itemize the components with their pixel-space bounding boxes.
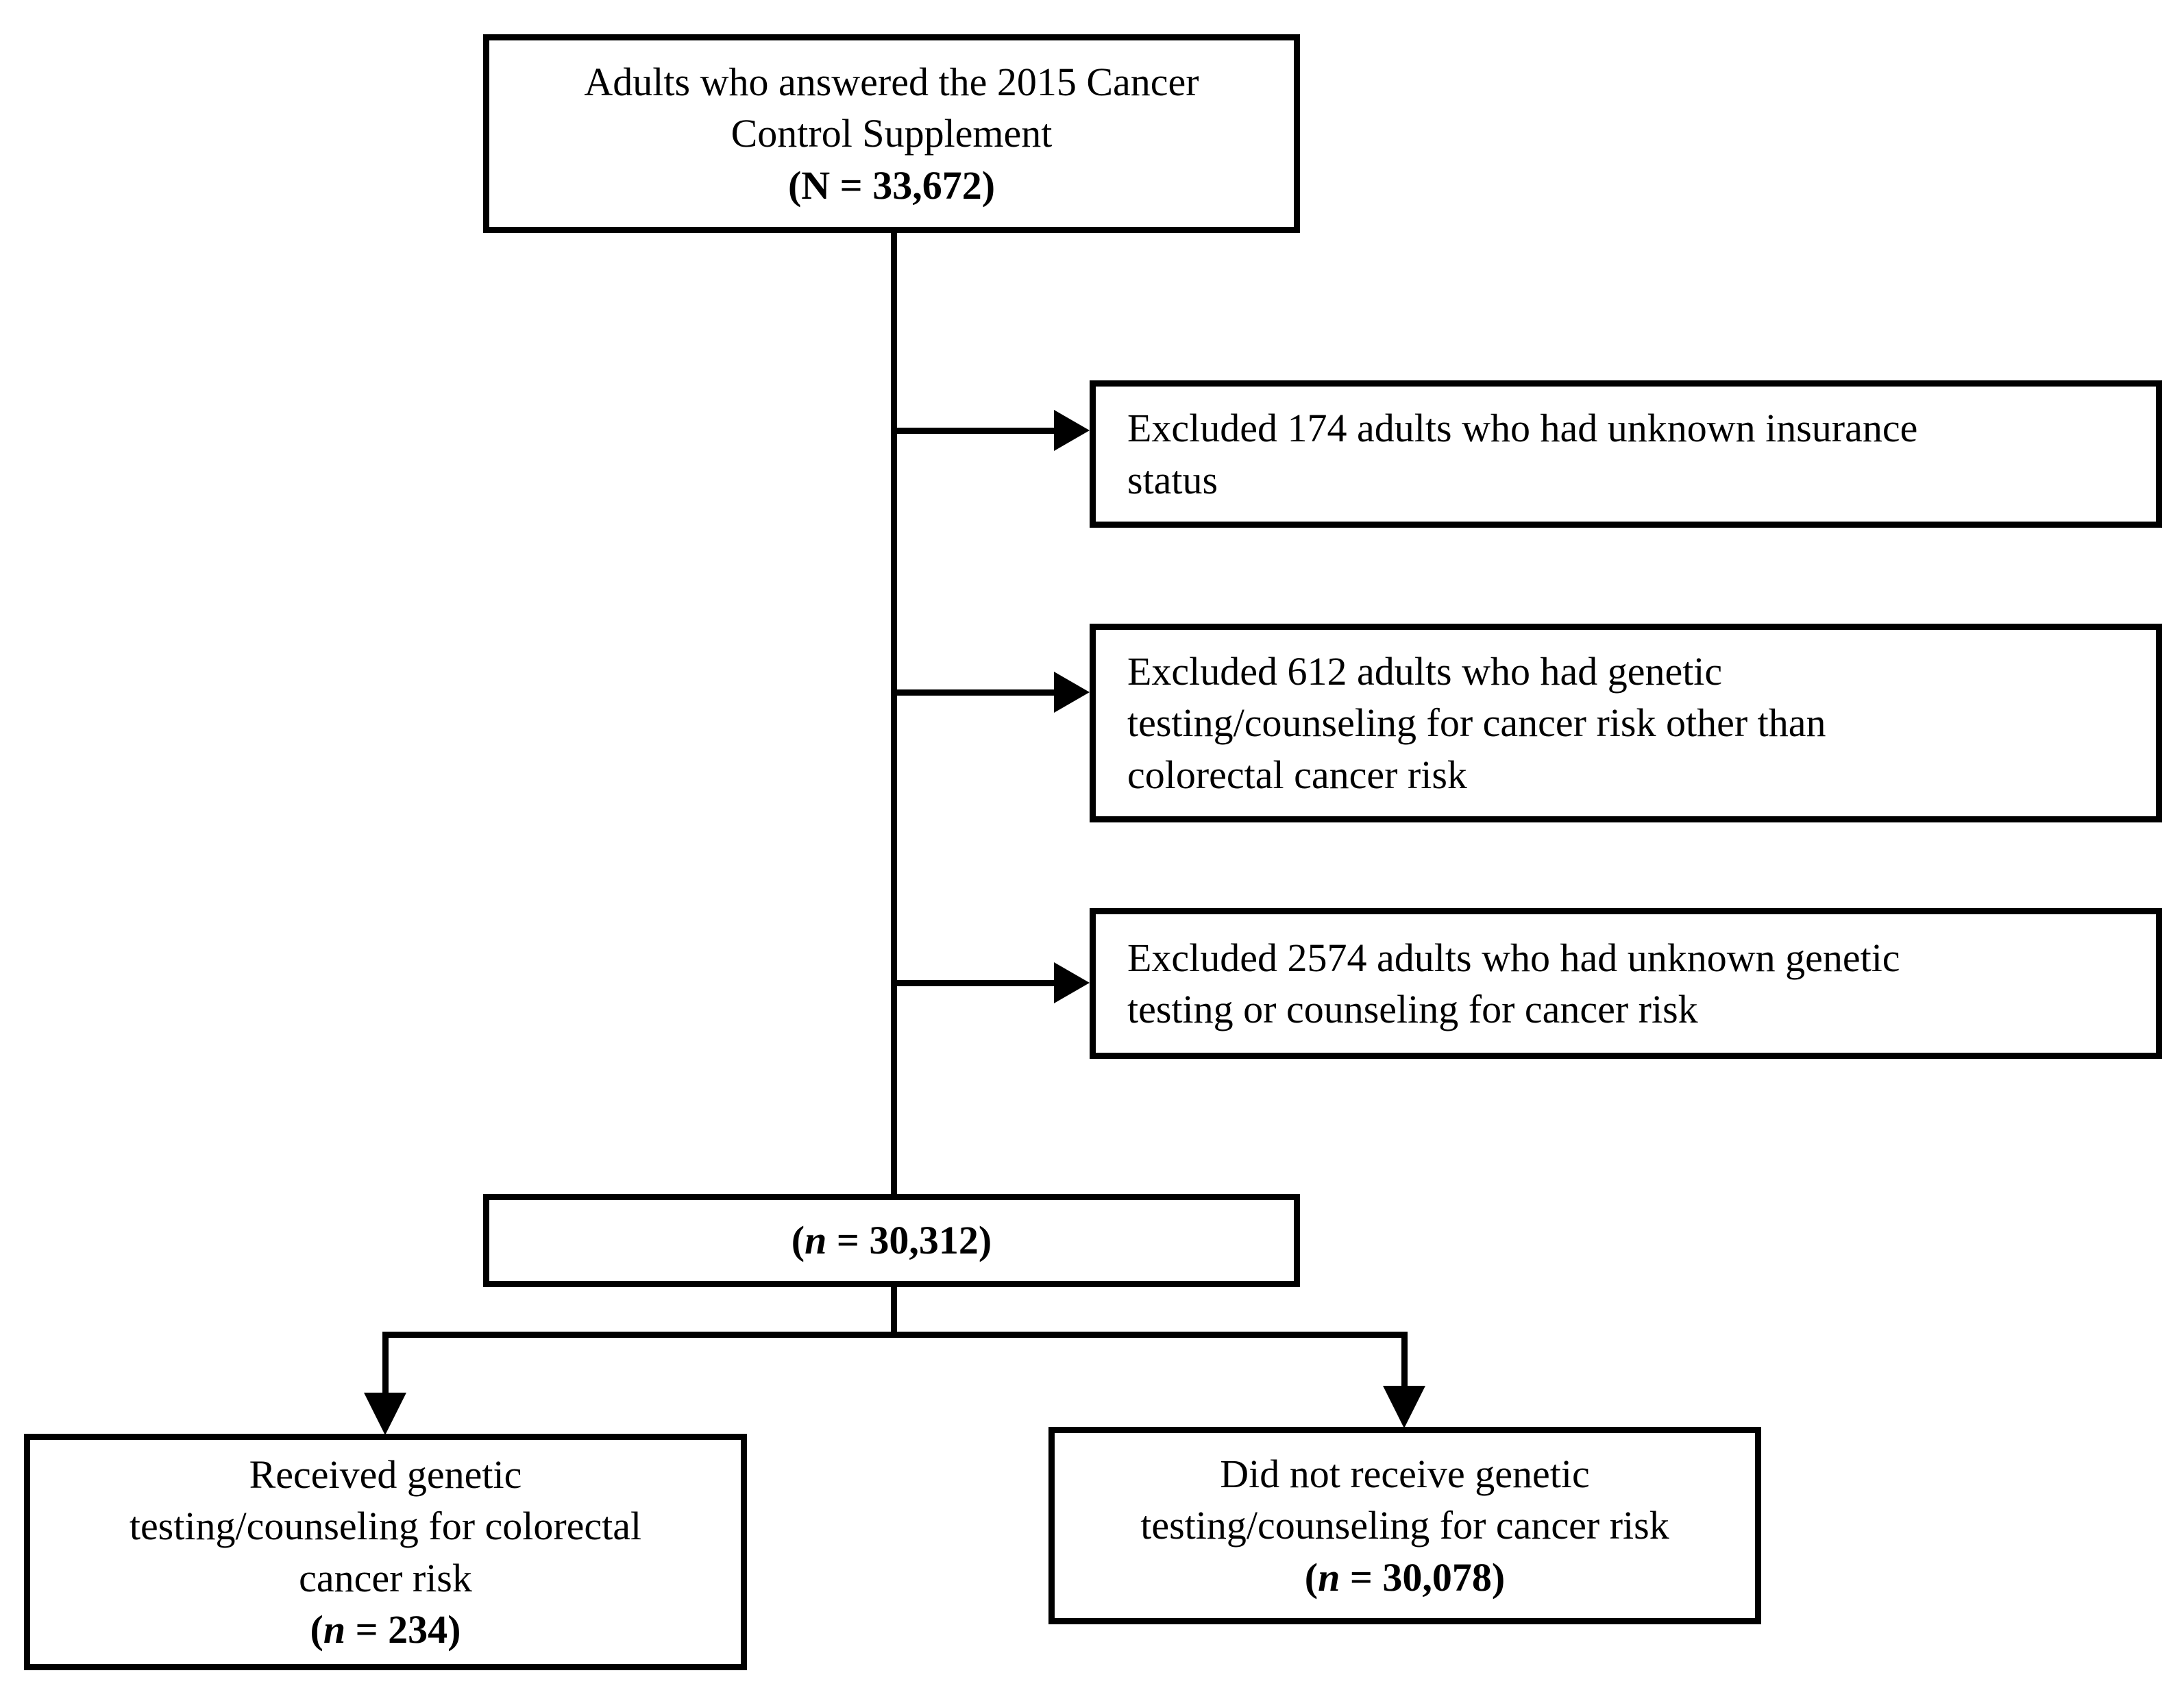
excl1-line-1: Excluded 174 adults who had unknown insu… [1127,406,1918,451]
excl2-line-3: colorectal cancer risk [1127,752,1467,797]
excl3-line-1: Excluded 2574 adults who had unknown gen… [1127,935,1900,980]
excl1-line-2: status [1127,457,1218,502]
node-excluded-unknown-genetic-testing: Excluded 2574 adults who had unknown gen… [1090,908,2162,1059]
split-branch-right [1401,1332,1408,1400]
node-analytic-sample: (n = 30,312) [483,1194,1300,1287]
arrowhead-exclusion-1 [1054,410,1090,451]
not-received-line-2: testing/counseling for cancer risk [1140,1503,1669,1548]
spine-to-split [891,1287,897,1336]
received-count: (n = 234) [310,1606,461,1652]
excl3-line-2: testing or counseling for cancer risk [1127,987,1698,1031]
connector-exclusion-1 [891,428,1055,434]
node-excluded-unknown-insurance: Excluded 174 adults who had unknown insu… [1090,380,2162,528]
spine-main [891,233,897,1196]
arrowhead-not-received [1383,1386,1425,1428]
split-bar [382,1332,1408,1338]
node-source-population: Adults who answered the 2015 Cancer Cont… [483,34,1300,233]
source-line-2: Control Supplement [731,111,1053,156]
node-did-not-receive-genetic-services: Did not receive genetic testing/counseli… [1048,1427,1761,1624]
received-line-3: cancer risk [299,1555,472,1600]
arrowhead-exclusion-2 [1054,672,1090,713]
not-received-count: (n = 30,078) [1304,1554,1506,1600]
arrowhead-exclusion-3 [1054,962,1090,1003]
received-line-1: Received genetic [249,1452,522,1497]
connector-exclusion-3 [891,980,1055,986]
source-count: (N = 33,672) [787,162,996,208]
split-branch-left [382,1332,389,1400]
connector-exclusion-2 [891,689,1055,696]
source-line-1: Adults who answered the 2015 Cancer [584,59,1199,104]
analytic-sample-count: (n = 30,312) [791,1218,992,1263]
node-received-genetic-services: Received genetic testing/counseling for … [24,1434,747,1670]
excl2-line-1: Excluded 612 adults who had genetic [1127,648,1723,694]
node-excluded-other-cancer-risk: Excluded 612 adults who had genetic test… [1090,624,2162,822]
arrowhead-received [364,1393,406,1435]
received-line-2: testing/counseling for colorectal [129,1504,642,1549]
excl2-line-2: testing/counseling for cancer risk other… [1127,700,1826,746]
not-received-line-1: Did not receive genetic [1220,1451,1590,1496]
